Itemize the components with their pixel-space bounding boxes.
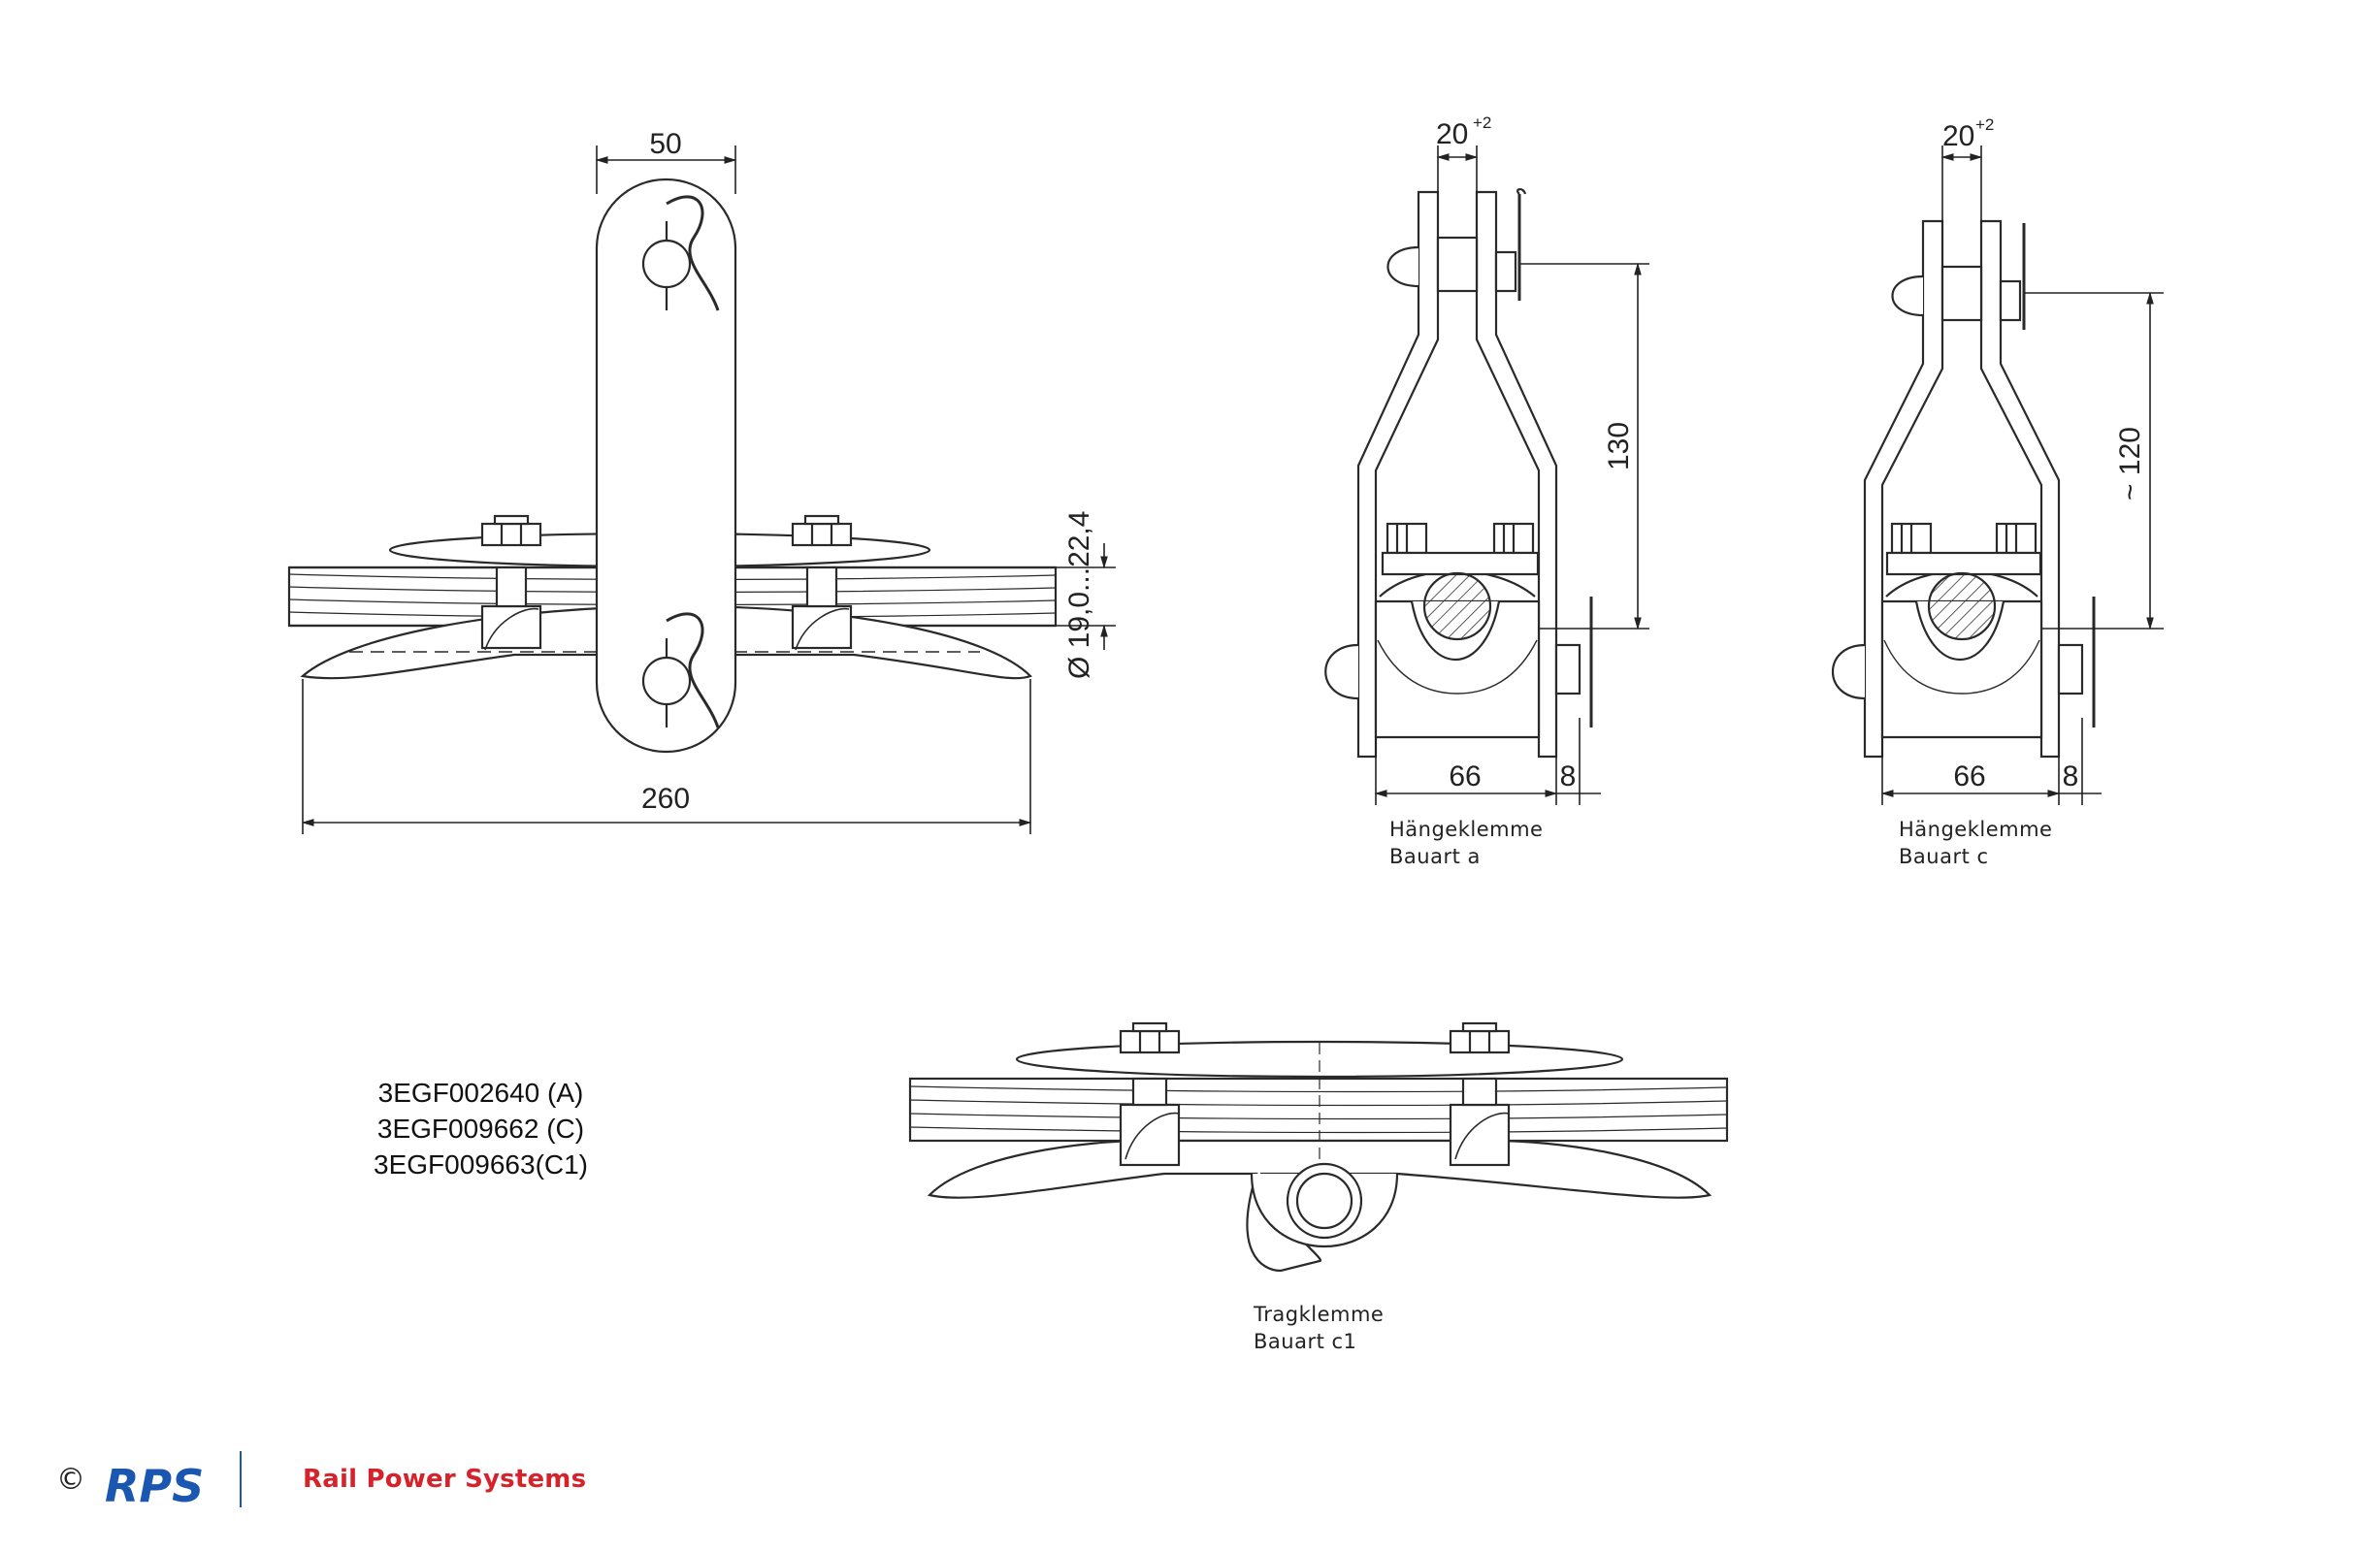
bolt-nut-c1-right — [1449, 1021, 1511, 1054]
dim-wire-diameter: Ø 19,0...22,4 — [1063, 511, 1095, 679]
wire-section-c — [1927, 571, 1997, 641]
caption-a-line1: Hängeklemme — [1389, 818, 1543, 841]
part-number-c1: 3EGF009663(C1) — [374, 1149, 589, 1180]
dim-width-a: 66 — [1449, 760, 1481, 792]
part-number-list: 3EGF002640 (A) 3EGF009662 (C) 3EGF009663… — [374, 1075, 588, 1182]
part-number-a: 3EGF002640 (A) — [377, 1078, 584, 1108]
dim-plate-a: 8 — [1560, 760, 1577, 792]
dimension-lines-side — [301, 146, 1116, 834]
dim-gap-c: 20 — [1942, 120, 1974, 152]
pin-bottom — [641, 656, 692, 706]
dim-clamp-length: 260 — [641, 783, 690, 815]
part-number-c: 3EGF009662 (C) — [376, 1114, 585, 1144]
dim-height-c: ~ 120 — [2114, 427, 2146, 501]
pin-top — [641, 239, 692, 289]
caption-a-line2: Bauart a — [1389, 845, 1481, 868]
contact-wire-c1 — [908, 1077, 1729, 1143]
wire-section-a — [1422, 571, 1492, 641]
side-view — [287, 178, 1058, 754]
caption-c1-line1: Tragklemme — [1253, 1303, 1384, 1326]
bolt-nut-right — [791, 514, 853, 547]
bolt-nut-left — [480, 514, 542, 547]
dim-strap-width: 50 — [649, 128, 681, 160]
svg-text:RPS: RPS — [105, 1460, 204, 1512]
caption-c-line2: Bauart c — [1899, 845, 1989, 868]
dim-height-a: 130 — [1603, 422, 1635, 470]
dim-plate-c: 8 — [2063, 760, 2079, 792]
rps-logo-mark: RPS — [105, 1451, 242, 1512]
copyright-symbol: © — [56, 1462, 85, 1497]
footer-branding: © Rail Power Systems — [56, 1445, 586, 1513]
caption-c1-line2: Bauart c1 — [1254, 1330, 1356, 1353]
caption-c-line1: Hängeklemme — [1899, 818, 2052, 841]
dim-gap-tol-c: +2 — [1975, 115, 1994, 134]
company-name: Rail Power Systems — [303, 1465, 587, 1494]
view-bauart-c — [1831, 219, 2096, 759]
dim-gap-tol-a: +2 — [1473, 113, 1491, 132]
view-bauart-c1 — [908, 1021, 1729, 1273]
dim-gap-a: 20 — [1436, 118, 1468, 150]
dimension-lines-c — [1880, 146, 2164, 805]
bolt-nut-c1-left — [1119, 1021, 1181, 1054]
dimension-lines-a — [1374, 146, 1649, 805]
dim-width-c: 66 — [1953, 760, 1985, 792]
suspension-strap — [595, 178, 737, 754]
view-bauart-a — [1324, 188, 1593, 759]
